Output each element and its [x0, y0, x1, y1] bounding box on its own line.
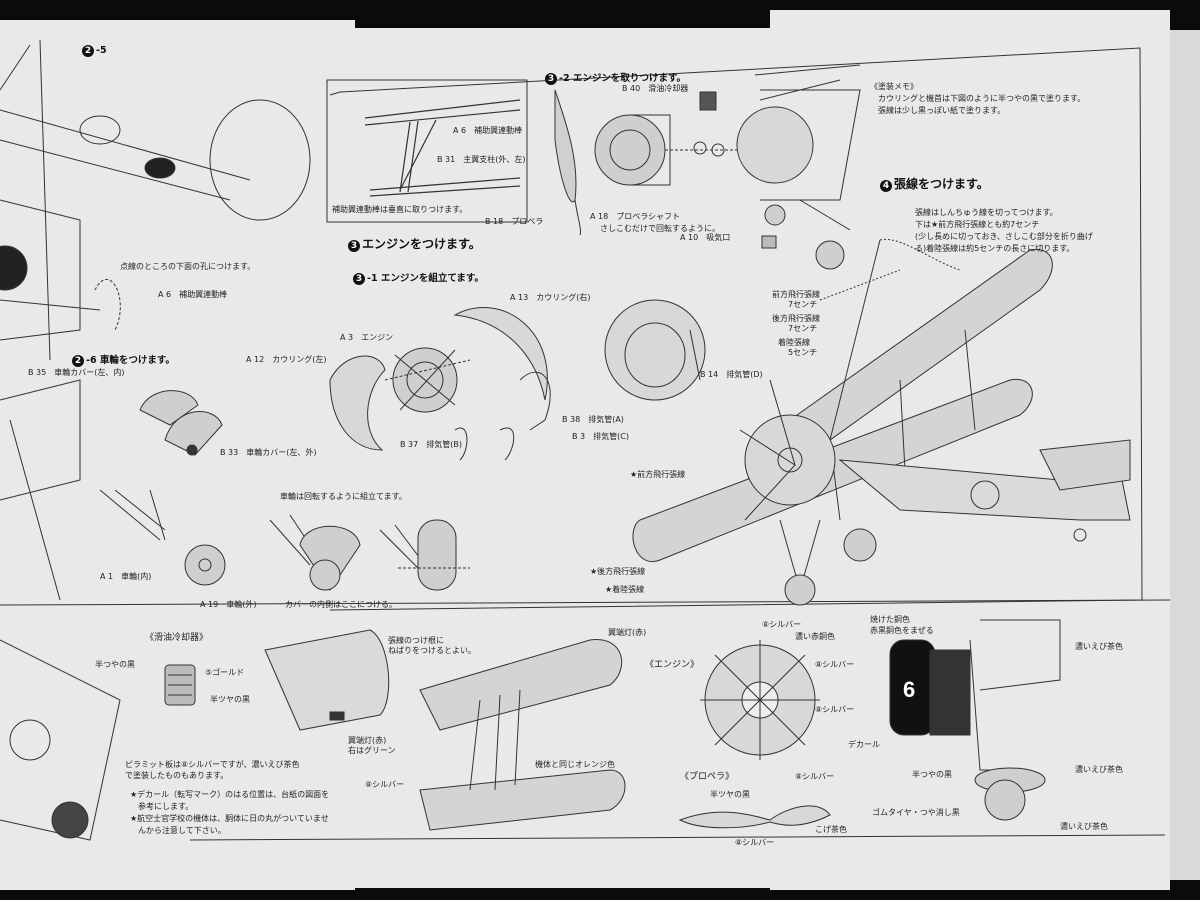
paint-memo-title: 《塗装メモ》 — [870, 82, 918, 91]
part-b33-label: B 33 車輪カバー(左、外) — [220, 448, 317, 457]
step-3-2-heading: 3-2 エンジンを取りつけます。 — [545, 70, 686, 85]
part-a18-label: A 18 プロペラシャフト — [590, 212, 681, 221]
decal-label: デカール — [848, 740, 880, 749]
engine-mount-drawing — [554, 64, 861, 270]
decal-note-1: ★デカール（転写マーク）のはる位置は、台紙の図面を — [130, 790, 330, 799]
body-orange-label: 機体と同じオレンジ色 — [535, 760, 615, 769]
part-a12-label: A 12 カウリング(左) — [246, 355, 327, 364]
part-b3-label: B 3 排気管(C) — [572, 432, 629, 441]
rig-land-len: 5センチ — [788, 348, 818, 357]
inset-caption: 補助翼連動棒は垂直に取りつけます。 — [332, 205, 468, 214]
inset-b31-label: B 31 主翼支柱(外、左) — [437, 155, 526, 164]
part-a10-label: A 10 吸気口 — [680, 233, 731, 242]
part-a6-label: A 6 補助翼連動棒 — [158, 290, 228, 299]
strut-silver-label: ⑧シルバー — [365, 780, 405, 789]
engine-silver-1: ⑧シルバー — [762, 620, 802, 629]
step-3-1-heading: 3-1 エンジンを組立てます。 — [353, 270, 484, 285]
main-aircraft-drawing — [632, 238, 1131, 606]
part-a18-note: さしこむだけで回転するように。 — [600, 224, 720, 233]
step-2-5-heading: 2-5 — [82, 45, 107, 57]
propeller-silver: ⑧シルバー — [735, 838, 775, 847]
part-a3-label: A 3 エンジン — [340, 333, 394, 342]
engine-section-title: 《エンジン》 — [645, 660, 700, 670]
part-b14-label: B 14 排気管(D) — [700, 370, 763, 379]
left-aircraft-drawing — [0, 39, 311, 601]
wheel-cover-note: カバーの内側はここにつける。 — [285, 600, 397, 609]
part-b37-label: B 37 排気管(B) — [400, 440, 462, 449]
tire-label: ゴムタイヤ・つや消し黒 — [872, 808, 960, 817]
rigging-note-1: 張線はしんちゅう線を切ってつけます。 — [915, 208, 1058, 217]
decal-note-2: 参考にします。 — [138, 802, 194, 811]
engine-assembly-drawing — [329, 299, 706, 461]
wheel-parts-drawing — [99, 390, 470, 591]
part-b38-label: B 38 排気管(A) — [562, 415, 624, 424]
propeller-section-title: 《プロペラ》 — [680, 772, 735, 782]
dotted-note: 点線のところの下面の孔につけます。 — [120, 262, 256, 271]
rig-land-lbl: 着陸張線 — [778, 338, 810, 347]
engine-color-1: 濃い赤銅色 — [795, 632, 835, 641]
rig-fwd-lbl: 前方飛行張線 — [772, 290, 820, 299]
wingtip-light-label: 翼端灯(赤) — [608, 628, 647, 637]
wingtip-light-label-2: 翼端灯(赤) — [348, 736, 387, 745]
inset-strut-drawing — [364, 99, 521, 197]
propeller-brown: こげ茶色 — [815, 825, 847, 834]
part-a19-label: A 19 車輪(外) — [200, 600, 257, 609]
oil-semigloss-black: 半つやの黒 — [95, 660, 135, 669]
pyramid-note-1: ピラミット板は⑧シルバーですが、濃いえび茶色 — [125, 760, 300, 769]
dark-brown-1: 濃いえび茶色 — [1075, 642, 1123, 651]
propeller-black: 半ツヤの黒 — [710, 790, 750, 799]
engine-silver-4: ⑧シルバー — [795, 772, 835, 781]
school-note-2: んから注意して下さい。 — [138, 826, 226, 835]
left-panel — [0, 20, 355, 890]
oil-cooler-title: 《滑油冷却器》 — [145, 633, 209, 643]
part-b40-label: B 40 滑油冷却器 — [622, 84, 689, 93]
far-right-panel — [1170, 30, 1200, 880]
rig-aft-lbl: 後方飛行張線 — [772, 314, 820, 323]
part-a13-label: A 13 カウリング(右) — [510, 293, 591, 302]
burnt-copper-1: 焼けた銅色 — [870, 615, 910, 624]
part-a1-label: A 1 車輪(内) — [100, 572, 152, 581]
half-black-label: 半つやの黒 — [912, 770, 952, 779]
wheel-assemble-note: 車輪は回転するように組立てます。 — [280, 492, 407, 501]
school-note-1: ★航空士官学校の機体は、胴体に日の丸がついていませ — [130, 814, 329, 823]
rig-aft-len: 7センチ — [788, 324, 818, 333]
inset-a6-label: A 6 補助翼連動棒 — [453, 126, 523, 135]
rig-landing-wire: ★着陸張線 — [605, 585, 645, 594]
dark-brown-3: 濃いえび茶色 — [1060, 822, 1108, 831]
rig-fwd-len: 7センチ — [788, 300, 818, 309]
part-b35-label: B 35 車輪カバー(左、内) — [28, 368, 125, 377]
paint-memo-text-2: 張線は少し黒っぽい紙で塗ります。 — [878, 106, 1006, 115]
wingtip-green-label: 右はグリーン — [348, 746, 396, 755]
burnt-copper-2: 赤黒銅色をまぜる — [870, 626, 934, 635]
engine-silver-3: ⑧シルバー — [815, 705, 855, 714]
pyramid-note-2: で塗装したものもあります。 — [125, 771, 229, 780]
step-2-6-heading: 2-6 車輪をつけます。 — [72, 352, 175, 367]
paint-memo-text-1: カウリングと機首は下図のように半つやの黒で塗ります。 — [878, 94, 1086, 103]
rig-aft-wire: ★後方飛行張線 — [590, 567, 646, 576]
oil-semigloss-black-2: 半ツヤの黒 — [210, 695, 250, 704]
oil-gold: ⑤ゴールド — [205, 668, 245, 677]
wire-note-1: 張線のつけ根に — [388, 636, 444, 645]
bottom-drawings — [0, 619, 1061, 841]
dark-brown-2: 濃いえび茶色 — [1075, 765, 1123, 774]
wire-note-2: ねばりをつけるとよい。 — [388, 646, 476, 655]
rig-forward-wire: ★前方飛行張線 — [630, 470, 686, 479]
rigging-note-3: (少し長めに切っておき、さしこむ部分を折り曲げ — [915, 232, 1093, 241]
fuselage-number: 6 — [903, 677, 916, 702]
part-b18-label: B 18 プロペラ — [485, 217, 544, 226]
rigging-note-4: る)着陸張線は約5センチの長さに切ります。 — [915, 244, 1075, 253]
engine-silver-2: ⑧シルバー — [815, 660, 855, 669]
rigging-note-2: 下は★前方飛行張線とも約7センチ — [915, 220, 1040, 229]
